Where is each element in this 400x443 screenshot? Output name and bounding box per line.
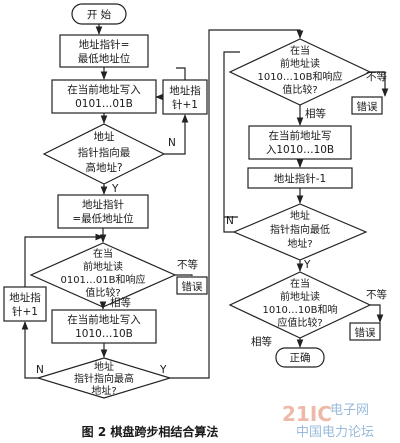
cmp0101-line4: 值比较? <box>85 286 120 299</box>
edge-y-3: Y <box>303 259 311 271</box>
inc-top-line1: 地址指 <box>169 84 201 97</box>
cmp1010b-line4: 应值比较? <box>277 316 322 329</box>
checklow-line2: 指针指向最低 <box>270 223 330 236</box>
cmp1010b-line3: 1010…10B和响 <box>262 303 337 316</box>
inc-top-line2: 针+1 <box>172 98 198 111</box>
write0101-line2: 0101…01B <box>75 98 133 110</box>
edge-equal-3: 相等 <box>251 335 272 348</box>
write-1010-box-left <box>51 309 157 344</box>
edge-n-1: N <box>168 137 176 149</box>
edge-not-equal-2: 不等 <box>366 70 387 83</box>
increment-pointer-box-top <box>162 79 208 115</box>
check-highest-decision-2 <box>35 357 173 399</box>
write-1010-box-right <box>248 125 352 160</box>
err2-label: 错误 <box>357 100 378 113</box>
err1-label: 错误 <box>182 280 203 293</box>
edge-n-3: N <box>226 215 234 227</box>
start-label: 开 始 <box>87 8 112 21</box>
write1010r-line1: 在当前地址写 <box>269 129 332 142</box>
figure-caption: 图 2 棋盘跨步相结合算法 <box>82 424 219 439</box>
edge-y-1: Y <box>111 183 119 195</box>
increment-pointer-box-bottom <box>3 286 47 322</box>
write1010r-line2: 入1010…10B <box>266 144 334 156</box>
ok-label: 正确 <box>290 351 311 364</box>
error-box-3 <box>349 322 381 341</box>
edge-not-equal-3: 不等 <box>366 288 387 301</box>
edge-n-2: N <box>36 364 44 376</box>
dec-label: 地址指针-1 <box>274 172 326 185</box>
watermark-logo: 21IC <box>282 402 332 426</box>
cmp1010a-line1: 在当 <box>290 44 310 57</box>
checklow-line1: 地址 <box>290 209 310 222</box>
write1010l-line1: 在当前地址写入 <box>67 313 141 326</box>
cmp1010b-line2: 前地址读 <box>280 290 320 303</box>
error-box-1 <box>176 276 208 295</box>
cmp1010b-line1: 在当 <box>290 277 310 290</box>
init-pointer-box-1 <box>59 34 149 68</box>
init2-line2: =最低地址位 <box>72 212 134 225</box>
cmp0101-line1: 在当 <box>93 247 113 260</box>
write0101-line1: 在当前地址写入 <box>67 83 141 96</box>
cmp1010a-line2: 前地址读 <box>280 57 320 70</box>
edge-equal-1: 相等 <box>110 296 131 309</box>
success-terminal <box>275 347 325 368</box>
check1-line2: 指针指向最 <box>78 146 131 159</box>
cmp0101-line3: 0101…01B和响应 <box>60 273 145 286</box>
check1-line1: 地址 <box>94 130 115 143</box>
inc-bottom-line2: 针+1 <box>12 305 38 318</box>
checklow-line3: 地址? <box>287 237 312 250</box>
edge-y-2: Y <box>159 364 167 376</box>
init2-line1: 地址指针 <box>82 198 124 211</box>
edge-equal-2: 相等 <box>305 107 326 120</box>
cmp0101-line2: 前地址读 <box>83 260 123 273</box>
edge-not-equal-1: 不等 <box>177 258 198 271</box>
err3-label: 错误 <box>355 326 376 339</box>
cmp1010a-line4: 值比较? <box>282 83 317 96</box>
write1010l-line2: 1010…10B <box>75 328 133 340</box>
cmp1010a-line3: 1010…10B和响应 <box>257 70 342 83</box>
init1-line2: 最低地址位 <box>78 52 131 65</box>
inc-bottom-line1: 地址指 <box>9 291 41 304</box>
check2-line2: 指针指向最高 <box>74 372 134 385</box>
init-pointer-box-2 <box>57 194 149 229</box>
init1-line1: 地址指针= <box>79 38 130 51</box>
watermark-bottom: 中国电力论坛 <box>296 425 374 440</box>
check2-line3: 地址? <box>91 384 116 397</box>
check1-line3: 高地址? <box>85 161 122 174</box>
watermark-top: 电子网 <box>330 403 369 418</box>
check2-line1: 地址 <box>94 360 114 373</box>
error-box-2 <box>351 96 383 115</box>
